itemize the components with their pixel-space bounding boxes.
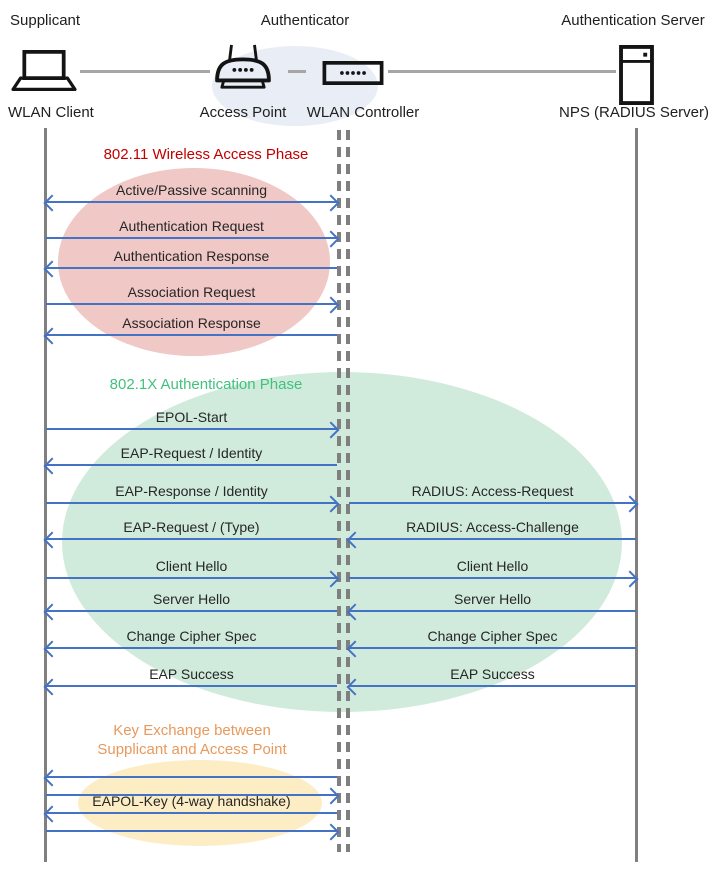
message-row: Change Cipher Spec: [346, 627, 636, 658]
message-arrow-right: [349, 570, 639, 588]
message-row: EAP-Response / Identity: [46, 482, 340, 513]
message-label: EAPOL-Key (4-way handshake): [92, 793, 291, 809]
message-arrow-right: [46, 495, 340, 513]
message-label: Authentication Request: [119, 218, 264, 234]
phase-title-authentication: 802.1X Authentication Phase: [109, 376, 303, 393]
lifeline-radius-server: [635, 128, 638, 862]
message-row: Active/Passive scanning: [43, 181, 340, 212]
message-label: Association Response: [122, 315, 261, 331]
message-arrow-right: [46, 296, 340, 314]
message-row: EAP Success: [43, 665, 337, 696]
message-row: RADIUS: Access-Request: [349, 482, 639, 513]
role-label-authentication-server: Authentication Server: [561, 12, 705, 29]
message-arrow-right: [46, 823, 340, 841]
device-label-nps-radius-server: NPS (RADIUS Server): [558, 104, 710, 121]
message-row: EAP Success: [346, 665, 636, 696]
arrowhead-right: [322, 823, 340, 841]
message-row: [43, 756, 337, 787]
message-arrow-left: [43, 805, 337, 823]
message-arrow-right: [46, 230, 340, 248]
message-arrow-left: [43, 260, 337, 278]
message-arrow-right: [46, 787, 340, 805]
phase-title-key-exchange-line1: Key Exchange between: [113, 722, 271, 739]
laptop-icon: [10, 50, 78, 95]
lifeline-wlan-client: [44, 128, 47, 862]
message-arrow-left: [43, 457, 337, 475]
message-row: Association Response: [43, 314, 337, 345]
message-row: EPOL-Start: [46, 408, 340, 439]
role-label-supplicant: Supplicant: [10, 12, 81, 29]
message-arrow-left: [43, 678, 337, 696]
message-arrow-left: [346, 640, 636, 658]
message-label: EAP-Request / (Type): [123, 519, 260, 535]
message-row: [46, 810, 340, 841]
message-row: EAPOL-Key (4-way handshake): [43, 792, 337, 823]
message-row: RADIUS: Access-Challenge: [346, 518, 636, 549]
message-label: EPOL-Start: [155, 409, 228, 425]
message-label: Active/Passive scanning: [116, 182, 267, 198]
message-row: Authentication Request: [46, 217, 340, 248]
role-label-authenticator: Authenticator: [260, 12, 350, 29]
device-label-access-point: Access Point: [199, 104, 287, 121]
wlan-controller-icon: [321, 61, 385, 85]
message-label: Change Cipher Spec: [126, 628, 257, 644]
message-label: Change Cipher Spec: [427, 628, 558, 644]
message-arrow-left: [346, 603, 636, 621]
message-arrow-left: [43, 640, 337, 658]
message-label: Client Hello: [155, 558, 228, 574]
message-arrow-left: [346, 531, 636, 549]
message-label: Client Hello: [456, 558, 529, 574]
message-row: EAP-Request / Identity: [43, 444, 337, 475]
message-arrow-right: [349, 495, 639, 513]
message-label: RADIUS: Access-Challenge: [406, 519, 579, 535]
lifeline-wlan-controller-dashed-left: [337, 130, 341, 852]
connector-line-controller-server: [388, 70, 616, 73]
server-icon: [618, 45, 655, 105]
message-arrow-left: [43, 531, 337, 549]
message-arrow-left: [346, 678, 636, 696]
message-label: Authentication Response: [113, 248, 270, 264]
message-label: EAP-Request / Identity: [120, 445, 263, 461]
message-row: Server Hello: [346, 590, 636, 621]
message-arrow-right: [46, 421, 340, 439]
message-arrow-left: [43, 327, 337, 345]
device-label-wlan-client: WLAN Client: [8, 104, 94, 121]
message-arrow-left: [43, 769, 337, 787]
message-row: Client Hello: [349, 557, 639, 588]
lifeline-wlan-controller-dashed-right: [346, 130, 350, 852]
message-row: Server Hello: [43, 590, 337, 621]
phase-ellipse-wireless-access: [58, 168, 330, 356]
message-arrow-both: [43, 194, 340, 212]
message-arrow-left: [43, 603, 337, 621]
phase-title-wireless-access: 802.11 Wireless Access Phase: [103, 146, 309, 163]
access-point-icon: [211, 44, 275, 92]
message-row: Association Request: [46, 283, 340, 314]
phase-title-key-exchange-line2: Supplicant and Access Point: [97, 741, 287, 758]
message-label: RADIUS: Access-Request: [411, 483, 574, 499]
message-label: Association Request: [127, 284, 256, 300]
connector-line-client-ap: [80, 70, 210, 73]
message-label: EAP Success: [149, 666, 234, 682]
message-label: EAP-Response / Identity: [115, 483, 268, 499]
connector-line-ap-controller: [288, 70, 306, 73]
device-label-wlan-controller: WLAN Controller: [306, 104, 420, 121]
message-label: Server Hello: [152, 591, 231, 607]
message-row: EAP-Request / (Type): [43, 518, 337, 549]
message-row: [46, 774, 340, 805]
message-row: Client Hello: [46, 557, 340, 588]
message-row: Change Cipher Spec: [43, 627, 337, 658]
message-label: EAP Success: [450, 666, 535, 682]
message-label: Server Hello: [453, 591, 532, 607]
message-arrow-right: [46, 570, 340, 588]
message-row: Authentication Response: [43, 247, 337, 278]
phase-title-key-exchange: Key Exchange between Supplicant and Acce…: [32, 721, 352, 759]
